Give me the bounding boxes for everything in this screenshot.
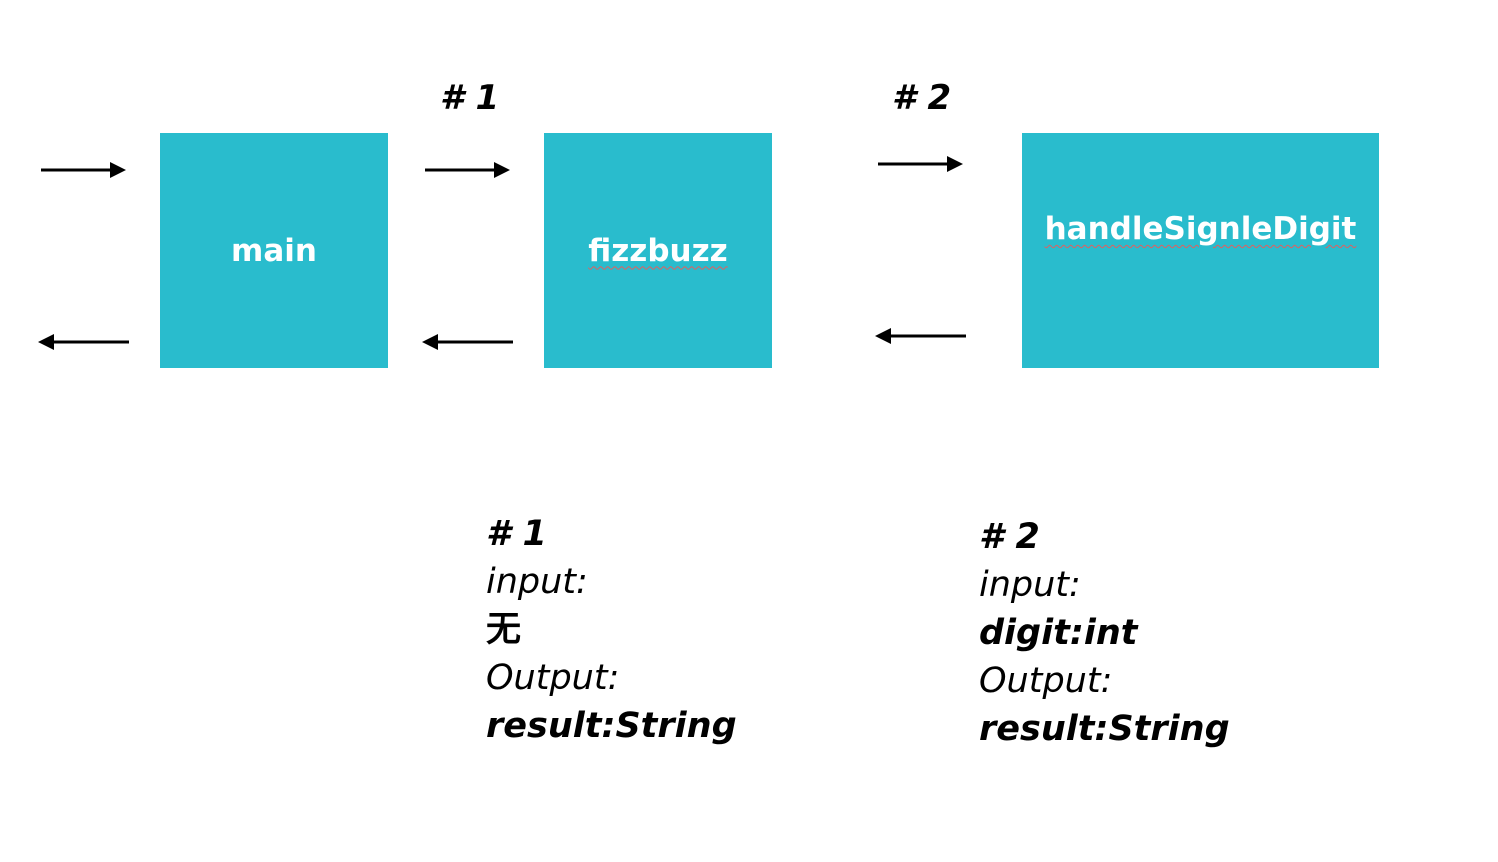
arrow-right-main-to-fizzbuzz	[425, 162, 510, 178]
box-handle-label: handleSignleDigit	[1044, 211, 1357, 247]
spec-1-input-value: 无	[486, 610, 522, 650]
spec-1-input-label: input:	[486, 562, 588, 602]
arrow-left-out-of-main	[38, 334, 129, 350]
box-main-label: main	[231, 232, 317, 269]
spec-1-output-label: Output:	[486, 658, 620, 698]
step-label-1: # 1	[440, 78, 500, 118]
spec-2-number: # 2	[979, 517, 1040, 557]
arrow-left-handle-to-fizzbuzz	[875, 328, 966, 344]
box-handle-single-digit: handleSignleDigit	[1022, 133, 1379, 368]
step-label-2: # 2	[892, 78, 952, 118]
spec-2-input-value: digit:int	[979, 613, 1138, 653]
spec-2-output-value: result:String	[979, 709, 1230, 749]
spec-2-output-label: Output:	[979, 661, 1113, 701]
box-main: main	[160, 133, 388, 368]
arrow-left-fizzbuzz-to-main	[422, 334, 513, 350]
box-fizzbuzz-label: fizzbuzz	[588, 232, 728, 269]
arrow-right-into-main	[41, 162, 126, 178]
spec-2-input-label: input:	[979, 565, 1081, 605]
spec-block-2: # 2 input: digit:int Output: result:Stri…	[979, 513, 1230, 753]
spec-1-number: # 1	[486, 514, 547, 554]
spec-1-output-value: result:String	[486, 706, 737, 746]
spec-block-1: # 1 input: 无 Output: result:String	[486, 510, 737, 750]
box-fizzbuzz: fizzbuzz	[544, 133, 772, 368]
arrow-right-fizzbuzz-to-handle	[878, 156, 963, 172]
